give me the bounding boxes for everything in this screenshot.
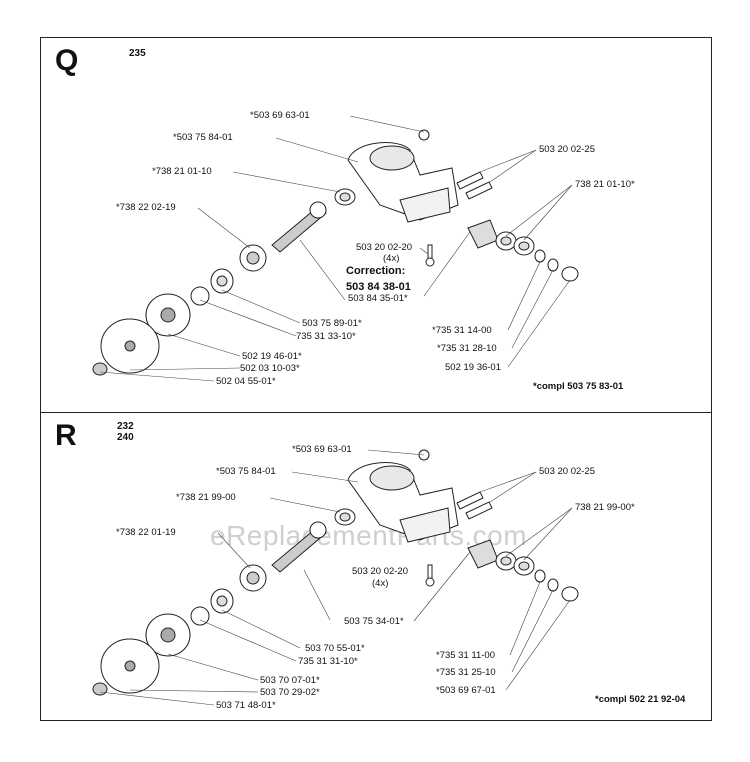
label-q-503-84-35-01: 503 84 35-01* <box>348 293 408 304</box>
label-r-503-70-55-01: 503 70 55-01* <box>305 643 365 654</box>
label-q-735-31-33-10: 735 31 33-10* <box>296 331 356 342</box>
label-r-735-31-31-10: 735 31 31-10* <box>298 656 358 667</box>
panel-letter-r: R <box>55 419 77 452</box>
label-q-503-75-89-01: 503 75 89-01* <box>302 318 362 329</box>
label-q-correction: Correction: <box>346 265 406 277</box>
compl-note-r: *compl 502 21 92-04 <box>595 694 686 705</box>
label-q-738-21-01-10: *738 21 01-10 <box>152 166 212 177</box>
leader-lines-r <box>99 449 573 706</box>
label-r-503-71-48-01: 503 71 48-01* <box>216 700 276 711</box>
label-r-503-20-02-25: 503 20 02-25 <box>539 466 595 477</box>
label-r-735-31-25-10: *735 31 25-10 <box>436 667 496 678</box>
label-r-738-22-01-19: *738 22 01-19 <box>116 527 176 538</box>
label-r-735-31-11-00: *735 31 11-00 <box>436 650 495 661</box>
panel-model-232: 232 <box>117 421 134 432</box>
panel-q: Q 235 *compl 503 75 83-01 <box>40 37 712 413</box>
label-q-4x: (4x) <box>383 253 400 264</box>
panel-r: R 232 240 *compl 502 21 92-04 <box>40 413 712 721</box>
label-q-503-20-02-20: 503 20 02-20 <box>356 242 412 253</box>
label-r-503-69-67-01: *503 69 67-01 <box>436 685 496 696</box>
label-q-502-19-46-01: 502 19 46-01* <box>242 351 302 362</box>
label-q-735-31-14-00: *735 31 14-00 <box>432 325 492 336</box>
label-r-503-69-63-01: *503 69 63-01 <box>292 444 352 455</box>
panel-model-240: 240 <box>117 432 134 443</box>
label-q-738-22-02-19: *738 22 02-19 <box>116 202 176 213</box>
label-q-503-75-84-01: *503 75 84-01 <box>173 132 233 143</box>
label-r-4x: (4x) <box>372 578 389 589</box>
label-r-738-21-99-00-star: 738 21 99-00* <box>575 502 635 513</box>
compl-note-q: *compl 503 75 83-01 <box>533 381 624 392</box>
label-q-503-84-38-01: 503 84 38-01 <box>346 281 411 293</box>
panel-letter-q: Q <box>55 44 79 77</box>
label-r-503-20-02-20: 503 20 02-20 <box>352 566 408 577</box>
leader-lines-q <box>99 115 573 382</box>
label-q-502-03-10-03: 502 03 10-03* <box>240 363 300 374</box>
label-q-503-69-63-01: *503 69 63-01 <box>250 110 310 121</box>
label-q-738-21-01-10-star: 738 21 01-10* <box>575 179 635 190</box>
label-r-738-21-99-00: *738 21 99-00 <box>176 492 236 503</box>
label-q-735-31-28-10: *735 31 28-10 <box>437 343 497 354</box>
label-q-502-19-36-01: 502 19 36-01 <box>445 362 501 373</box>
label-q-503-20-02-25: 503 20 02-25 <box>539 144 595 155</box>
label-r-503-75-34-01: 503 75 34-01* <box>344 616 404 627</box>
label-r-503-75-84-01: *503 75 84-01 <box>216 466 276 477</box>
panel-model-235: 235 <box>129 48 146 59</box>
label-r-503-70-07-01: 503 70 07-01* <box>260 675 320 686</box>
label-r-503-70-29-02: 503 70 29-02* <box>260 687 320 698</box>
label-q-502-04-55-01: 502 04 55-01* <box>216 376 276 387</box>
